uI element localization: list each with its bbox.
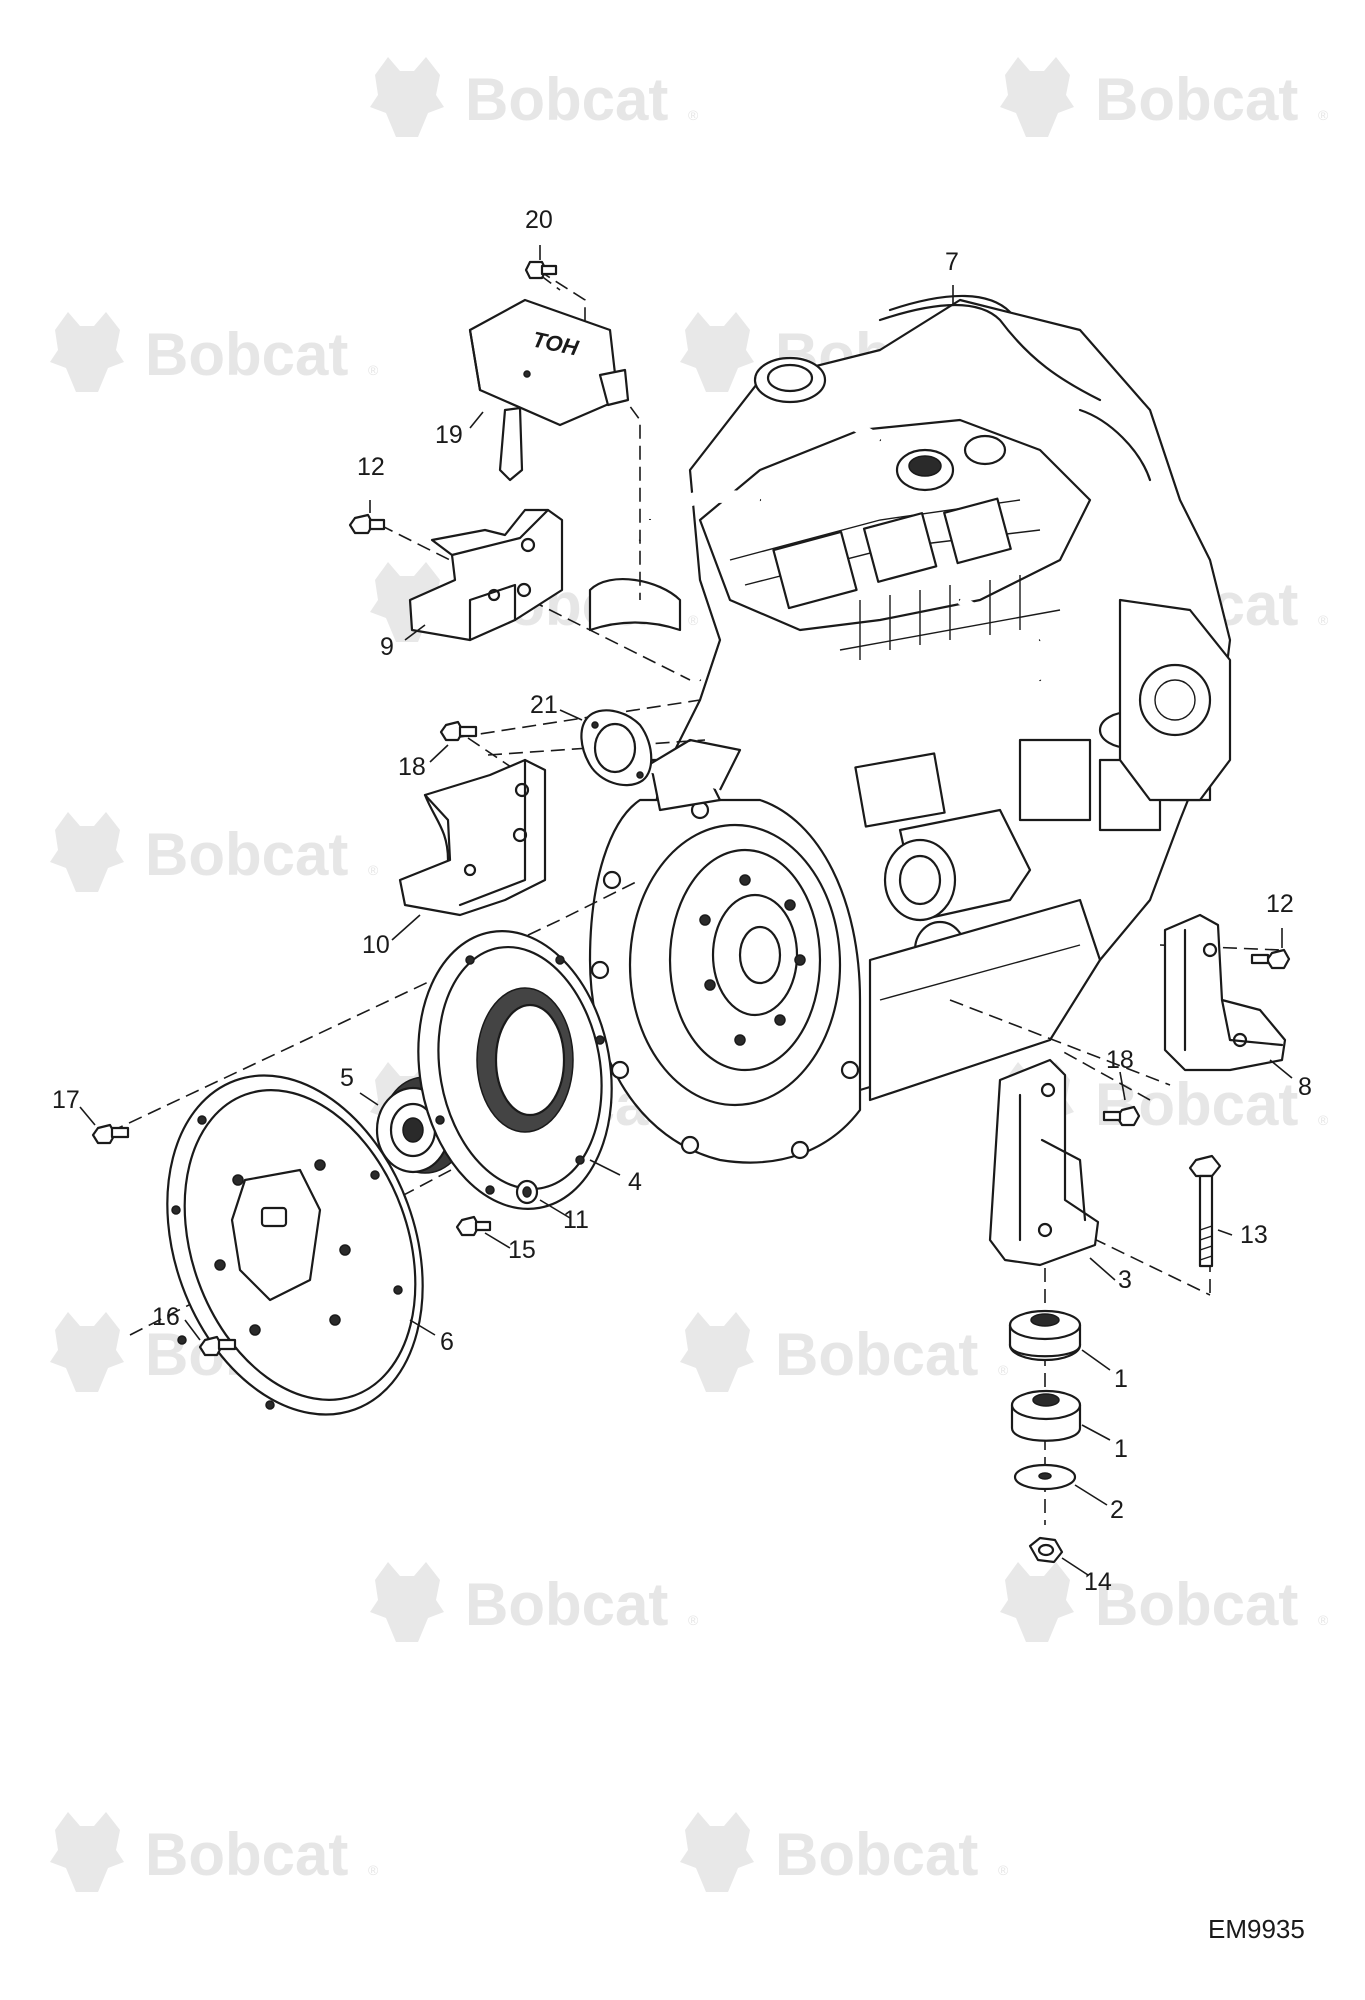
- bolt-12-upper: [348, 513, 386, 535]
- callout-20: 20: [525, 206, 553, 234]
- isolator-mount-1-lower: [1010, 1389, 1082, 1442]
- registered-mark: ®: [688, 612, 699, 628]
- bobcat-head-icon: [50, 812, 124, 892]
- callout-21: 21: [530, 691, 558, 719]
- engine-bracket-9: [408, 508, 564, 642]
- bobcat-head-icon: [680, 312, 754, 392]
- registered-mark: ®: [1318, 1612, 1329, 1628]
- callout-11: 11: [563, 1206, 589, 1234]
- isolator-mount-1-upper: [1008, 1309, 1082, 1362]
- registered-mark: ®: [368, 862, 379, 878]
- bobcat-watermark-text: Bobcat: [775, 1821, 978, 1888]
- registered-mark: ®: [1318, 612, 1329, 628]
- bobcat-head-icon: [50, 1312, 124, 1392]
- callout-12-upper: 12: [357, 453, 385, 481]
- callout-2: 2: [1110, 1496, 1124, 1524]
- bobcat-head-icon: [1000, 57, 1074, 137]
- engine-bracket-8: [1163, 913, 1287, 1072]
- callout-12-lower: 12: [1266, 890, 1294, 918]
- bobcat-watermark-text: Bobcat: [145, 821, 348, 888]
- registered-mark: ®: [688, 107, 699, 123]
- callout-16: 16: [152, 1303, 180, 1331]
- bobcat-watermark-text: Bobcat: [775, 1321, 978, 1388]
- callout-17: 17: [52, 1086, 80, 1114]
- bobcat-watermark-text: Bobcat: [145, 321, 348, 388]
- heat-shield-19: TOH: [468, 298, 630, 482]
- bobcat-head-icon: [370, 57, 444, 137]
- bobcat-watermark-text: Bobcat: [1095, 1571, 1298, 1638]
- bobcat-watermark-text: Bobcat: [465, 66, 668, 133]
- callout-18-upper: 18: [398, 753, 426, 781]
- engine-bracket-10: [398, 758, 547, 917]
- bolt-18-upper: [439, 720, 478, 742]
- callout-9: 9: [380, 633, 394, 661]
- engine-bracket-3: [988, 1058, 1100, 1267]
- callout-10: 10: [362, 931, 390, 959]
- bobcat-watermark-logo: Bobcat ®: [680, 1812, 1009, 1892]
- bobcat-head-icon: [370, 1562, 444, 1642]
- washer-11: [515, 1179, 539, 1205]
- bobcat-watermark-text: Bobcat: [465, 1571, 668, 1638]
- callout-7: 7: [945, 248, 959, 276]
- bolt-13: [1188, 1154, 1222, 1268]
- bolt-17: [91, 1123, 130, 1145]
- bobcat-watermark-text: Bobcat: [145, 1821, 348, 1888]
- callout-labels: 20 7 19 12 9 21 18 10 12 8 18 17 5 4 11 …: [52, 206, 1312, 1596]
- registered-mark: ®: [368, 1862, 379, 1878]
- callout-14: 14: [1084, 1568, 1112, 1596]
- bolt-16: [198, 1335, 237, 1357]
- registered-mark: ®: [998, 1862, 1009, 1878]
- callout-6: 6: [440, 1328, 454, 1356]
- bolt-18-lower: [1102, 1105, 1141, 1127]
- bobcat-head-icon: [1000, 1562, 1074, 1642]
- callout-15: 15: [508, 1236, 536, 1264]
- bolt-20: [524, 260, 558, 280]
- bobcat-watermark-text: Bobcat: [1095, 1071, 1298, 1138]
- washer-2: [1013, 1463, 1077, 1491]
- bobcat-watermark-logo: Bobcat ®: [50, 312, 379, 392]
- registered-mark: ®: [688, 1612, 699, 1628]
- bobcat-watermark-logo: Bobcat ®: [50, 812, 379, 892]
- bobcat-watermark-logo: Bobcat ®: [680, 1312, 1009, 1392]
- bolt-12-lower: [1250, 948, 1291, 970]
- diagram-reference-code: EM9935: [1208, 1914, 1305, 1944]
- flex-plate-6: [166, 1074, 424, 1416]
- registered-mark: ®: [1318, 107, 1329, 123]
- callout-1-upper: 1: [1114, 1365, 1128, 1393]
- callout-18-lower: 18: [1106, 1046, 1134, 1074]
- bolt-15: [455, 1215, 492, 1237]
- callout-13: 13: [1240, 1221, 1268, 1249]
- callout-8: 8: [1298, 1073, 1312, 1101]
- callout-3: 3: [1118, 1266, 1132, 1294]
- bobcat-head-icon: [680, 1812, 754, 1892]
- nut-14: [1028, 1536, 1064, 1564]
- bobcat-head-icon: [50, 1812, 124, 1892]
- gasket-21: [580, 709, 653, 787]
- drive-plate-4: [417, 930, 613, 1210]
- callout-5: 5: [340, 1064, 354, 1092]
- registered-mark: ®: [998, 1362, 1009, 1378]
- registered-mark: ®: [368, 362, 379, 378]
- bobcat-watermark-logo: Bobcat ®: [370, 1562, 699, 1642]
- bobcat-head-icon: [50, 312, 124, 392]
- bobcat-watermark-logo: Bobcat ®: [50, 1812, 379, 1892]
- callout-19: 19: [435, 421, 463, 449]
- bobcat-head-icon: [680, 1312, 754, 1392]
- engine-assembly: [588, 294, 1232, 1164]
- bobcat-watermark-logo: Bobcat ®: [1000, 57, 1329, 137]
- registered-mark: ®: [1318, 1112, 1329, 1128]
- bobcat-watermark-text: Bobcat: [1095, 66, 1298, 133]
- callout-1-lower: 1: [1114, 1435, 1128, 1463]
- bobcat-watermark-logo: Bobcat ®: [370, 57, 699, 137]
- callout-4: 4: [628, 1168, 642, 1196]
- callout-leaders: [79, 245, 1293, 1576]
- bobcat-watermark-logo: Bobcat ®: [1000, 1562, 1329, 1642]
